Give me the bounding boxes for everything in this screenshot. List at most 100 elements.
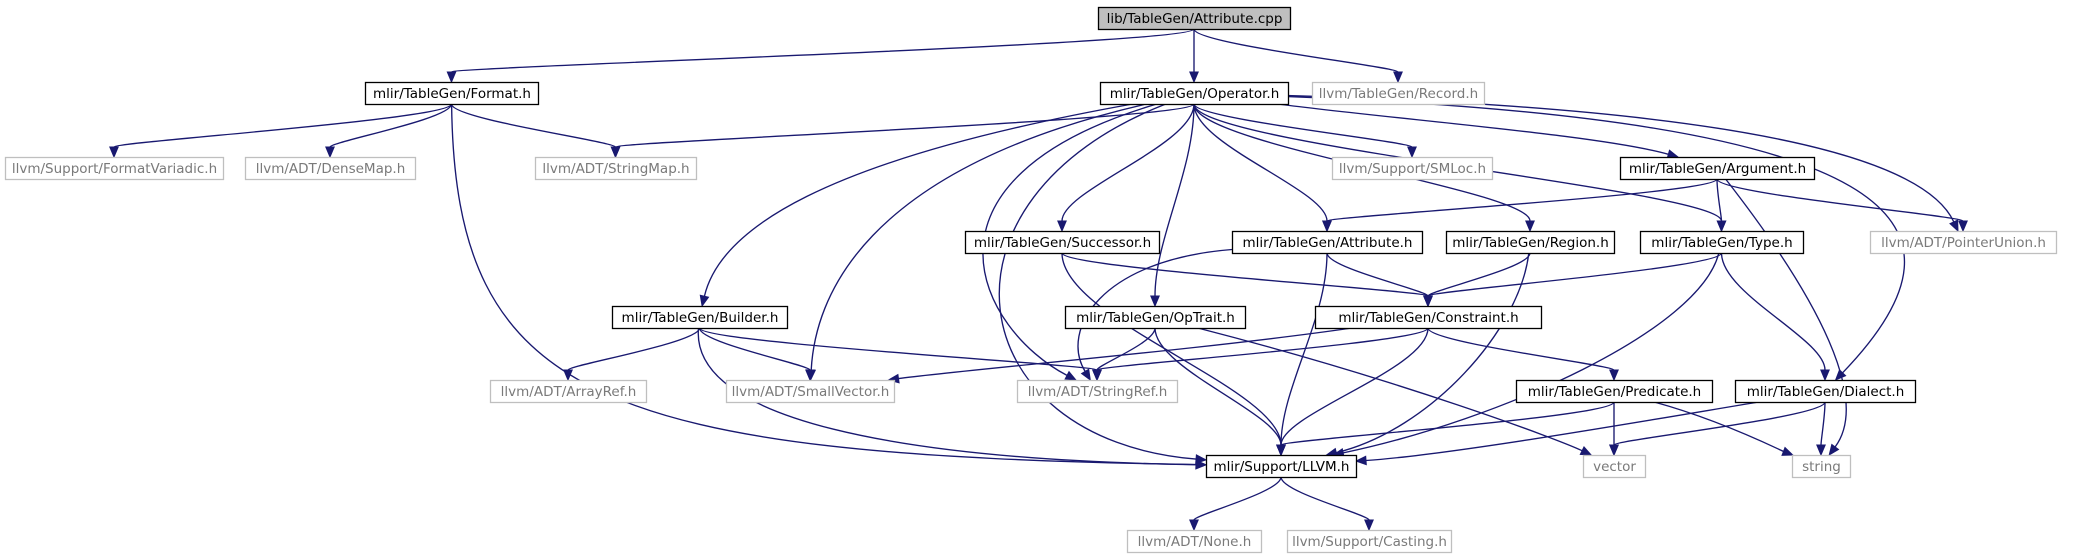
arrowhead-operator_h-to-smloc_h: [1407, 146, 1417, 159]
node-label: mlir/TableGen/Format.h: [373, 86, 531, 102]
node-box: [364, 81, 540, 106]
node-box: [1619, 156, 1816, 181]
edge-operator_h-to-smloc_h: [1193, 103, 1413, 148]
node-attribute_cpp[interactable]: lib/TableGen/Attribute.cpp: [1097, 6, 1292, 31]
arrowhead-dialect_h-to-vector: [1609, 444, 1619, 457]
node-argument_h[interactable]: mlir/TableGen/Argument.h: [1619, 156, 1816, 181]
node-label: llvm/Support/FormatVariadic.h: [12, 161, 217, 177]
edge-operator_h-to-optrait_h: [1154, 103, 1195, 297]
arrowhead-builder_h-to-arrayref_h: [563, 369, 573, 382]
edge-tg_attribute_h-to-constraint_h: [1326, 252, 1429, 297]
node-box: [1331, 156, 1494, 181]
node-box: [1097, 6, 1292, 31]
arrowhead-argument_h-to-tg_attribute_h: [1322, 220, 1332, 233]
arrowhead-operator_h-to-region_h: [1525, 220, 1535, 233]
node-predicate_h[interactable]: mlir/TableGen/Predicate.h: [1515, 379, 1714, 404]
arrowhead-predicate_h-to-string: [1781, 446, 1795, 456]
node-optrait_h[interactable]: mlir/TableGen/OpTrait.h: [1064, 305, 1247, 330]
edge-operator_h-to-builder_h: [703, 103, 1133, 297]
node-box: [1445, 230, 1616, 255]
node-stringmap_h: llvm/ADT/StringMap.h: [534, 156, 698, 181]
node-string: string: [1791, 454, 1852, 479]
edge-constraint_h-to-llvm_h: [1280, 327, 1429, 446]
node-stringref_h: llvm/ADT/StringRef.h: [1016, 379, 1179, 404]
node-box: [611, 305, 789, 330]
arrowhead-argument_h-to-pointerunion_h: [1958, 220, 1968, 233]
node-box: [244, 156, 417, 181]
node-box: [1064, 305, 1247, 330]
node-label: llvm/ADT/StringRef.h: [1028, 384, 1168, 400]
edge-tg_attribute_h-to-llvm_h: [1280, 252, 1328, 446]
node-format_h[interactable]: mlir/TableGen/Format.h: [364, 81, 540, 106]
node-label: llvm/ADT/PointerUnion.h: [1881, 235, 2046, 251]
node-builder_h[interactable]: mlir/TableGen/Builder.h: [611, 305, 789, 330]
arrowhead-constraint_h-to-predicate_h: [1609, 369, 1619, 382]
node-label: mlir/TableGen/Argument.h: [1629, 161, 1806, 177]
edge-operator_h-to-stringmap_h: [614, 103, 1195, 148]
edge-operator_h-to-dialect_h: [1287, 95, 1906, 374]
arrowhead-format_h-to-formatvariadic_h: [109, 146, 119, 159]
node-successor_h[interactable]: mlir/TableGen/Successor.h: [964, 230, 1161, 255]
arrowhead-format_h-to-densemap_h: [325, 146, 335, 159]
edge-optrait_h-to-llvm_h: [1154, 327, 1282, 446]
edge-format_h-to-formatvariadic_h: [113, 103, 453, 148]
node-box: [1205, 454, 1358, 479]
edge-optrait_h-to-stringref_h: [1096, 327, 1156, 371]
node-label: string: [1802, 459, 1841, 475]
node-operator_h[interactable]: mlir/TableGen/Operator.h: [1099, 81, 1290, 106]
arrowhead-dialect_h-to-llvm_h: [1354, 455, 1367, 466]
edge-attribute_cpp-to-format_h: [450, 28, 1195, 73]
edge-predicate_h-to-llvm_h: [1280, 401, 1615, 446]
edge-operator_h-to-tg_attribute_h: [1193, 103, 1328, 222]
arrowhead-operator_h-to-stringref_h: [1064, 370, 1078, 381]
edge-argument_h-to-tg_attribute_h: [1326, 178, 1718, 222]
arrowhead-operator_h-to-optrait_h: [1150, 295, 1160, 308]
arrowhead-attribute_cpp-to-format_h: [446, 71, 457, 84]
arrowhead-operator_h-to-successor_h: [1057, 220, 1067, 233]
node-region_h[interactable]: mlir/TableGen/Region.h: [1445, 230, 1616, 255]
arrowhead-operator_h-to-pointerunion_h: [1949, 219, 1959, 233]
arrowhead-tg_attribute_h-to-stringref_h: [1080, 368, 1091, 382]
node-casting_h: llvm/Support/Casting.h: [1286, 529, 1453, 554]
node-formatvariadic_h: llvm/Support/FormatVariadic.h: [4, 156, 225, 181]
node-label: vector: [1593, 459, 1636, 475]
edge-builder_h-to-stringref_h: [698, 327, 1098, 371]
node-label: mlir/TableGen/Predicate.h: [1528, 384, 1701, 400]
arrowhead-llvm_h-to-none_h: [1189, 519, 1199, 532]
edge-argument_h-to-string: [1725, 178, 1847, 448]
node-label: mlir/Support/LLVM.h: [1214, 459, 1350, 475]
edge-type_h-to-dialect_h: [1720, 252, 1826, 371]
node-box: [1314, 305, 1543, 330]
arrowhead-argument_h-to-type_h: [1716, 220, 1727, 233]
arrowhead-attribute_cpp-to-record_h: [1393, 71, 1403, 84]
arrowhead-builder_h-to-llvm_h: [1195, 459, 1208, 470]
arrowhead-type_h-to-dialect_h: [1820, 369, 1830, 382]
node-label: llvm/Support/SMLoc.h: [1339, 161, 1486, 177]
edge-operator_h-to-argument_h: [1277, 103, 1669, 155]
edge-constraint_h-to-stringref_h: [1096, 327, 1429, 371]
node-dialect_h[interactable]: mlir/TableGen/Dialect.h: [1734, 379, 1917, 404]
arrowhead-predicate_h-to-llvm_h: [1276, 444, 1286, 457]
node-label: mlir/TableGen/Dialect.h: [1747, 384, 1905, 400]
node-box: [1515, 379, 1714, 404]
arrowhead-constraint_h-to-stringref_h: [1092, 369, 1102, 382]
edge-builder_h-to-arrayref_h: [567, 327, 701, 371]
node-constraint_h[interactable]: mlir/TableGen/Constraint.h: [1314, 305, 1543, 330]
arrowhead-type_h-to-constraint_h: [1423, 295, 1433, 308]
node-tg_attribute_h[interactable]: mlir/TableGen/Attribute.h: [1231, 230, 1424, 255]
node-box: [1016, 379, 1179, 404]
node-box: [4, 156, 225, 181]
node-box: [1869, 230, 2058, 255]
node-box: [1311, 81, 1486, 106]
node-smallvector_h: llvm/ADT/SmallVector.h: [725, 379, 896, 404]
edge-operator_h-to-successor_h: [1061, 103, 1195, 222]
node-llvm_h[interactable]: mlir/Support/LLVM.h: [1205, 454, 1358, 479]
node-arrayref_h: llvm/ADT/ArrayRef.h: [489, 379, 648, 404]
node-type_h[interactable]: mlir/TableGen/Type.h: [1639, 230, 1805, 255]
edge-dialect_h-to-llvm_h: [1365, 401, 1759, 462]
node-label: mlir/TableGen/OpTrait.h: [1076, 310, 1235, 326]
arrowhead-attribute_cpp-to-operator_h: [1189, 71, 1199, 84]
node-label: llvm/ADT/DenseMap.h: [256, 161, 406, 177]
node-label: lib/TableGen/Attribute.cpp: [1107, 11, 1283, 27]
